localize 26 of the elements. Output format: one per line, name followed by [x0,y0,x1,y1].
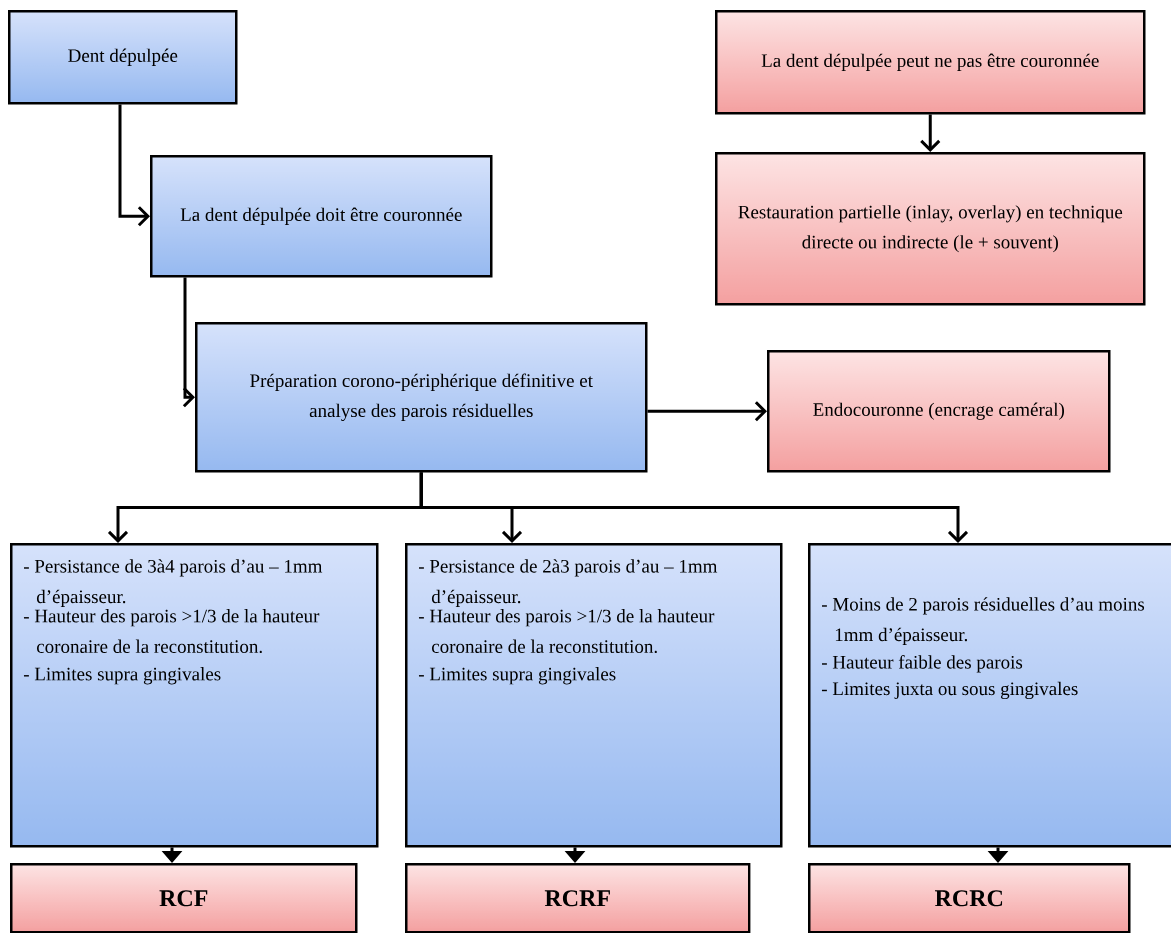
criteria-box [405,543,783,848]
process-box: La dent dépulpée doit être couronnée [150,155,493,278]
arrow [118,104,150,227]
list-item: - Limites supra gingivales [23,667,221,685]
arrow [647,401,767,422]
result-box: RCF [10,863,358,933]
arrow [182,277,195,408]
list-item: - Persistance de 2à3 parois d’au – 1mm d’épaisseur. [418,559,718,607]
process-box: Dent dépulpée [8,10,238,105]
process-box: La dent dépulpée peut ne pas être couronnée [715,10,1146,115]
process-box: Restauration partielle (inlay, overlay) en technique directe ou indirecte (le + souvent) [715,152,1146,306]
process-box: Préparation corono-périphérique définitive et analyse des parois résiduelles [195,322,648,473]
list-item: - Hauteur des parois >1/3 de la hauteur coronaire de la reconstitution. [418,609,715,654]
list-item: - Limites juxta ou sous gingivales [821,681,1078,700]
list-item: - Persistance de 3à4 parois d’au – 1mm d’épaisseur. [23,559,323,607]
arrow [920,114,941,152]
result-box: RCRC [808,863,1131,933]
list-item: - Limites supra gingivales [418,667,616,685]
arrow [419,472,969,543]
result-box: RCRF [405,863,751,933]
list-item: - Hauteur faible des parois [821,655,1023,673]
criteria-box [10,543,379,848]
list-item: - Hauteur des parois >1/3 de la hauteur coronaire de la reconstitution. [23,609,320,654]
process-box: Endocouronne (encrage caméral) [767,350,1111,473]
list-item: - Moins de 2 parois résiduelles d’au moins 1mm d’épaisseur. [821,597,1145,645]
criteria-box [808,543,1171,848]
